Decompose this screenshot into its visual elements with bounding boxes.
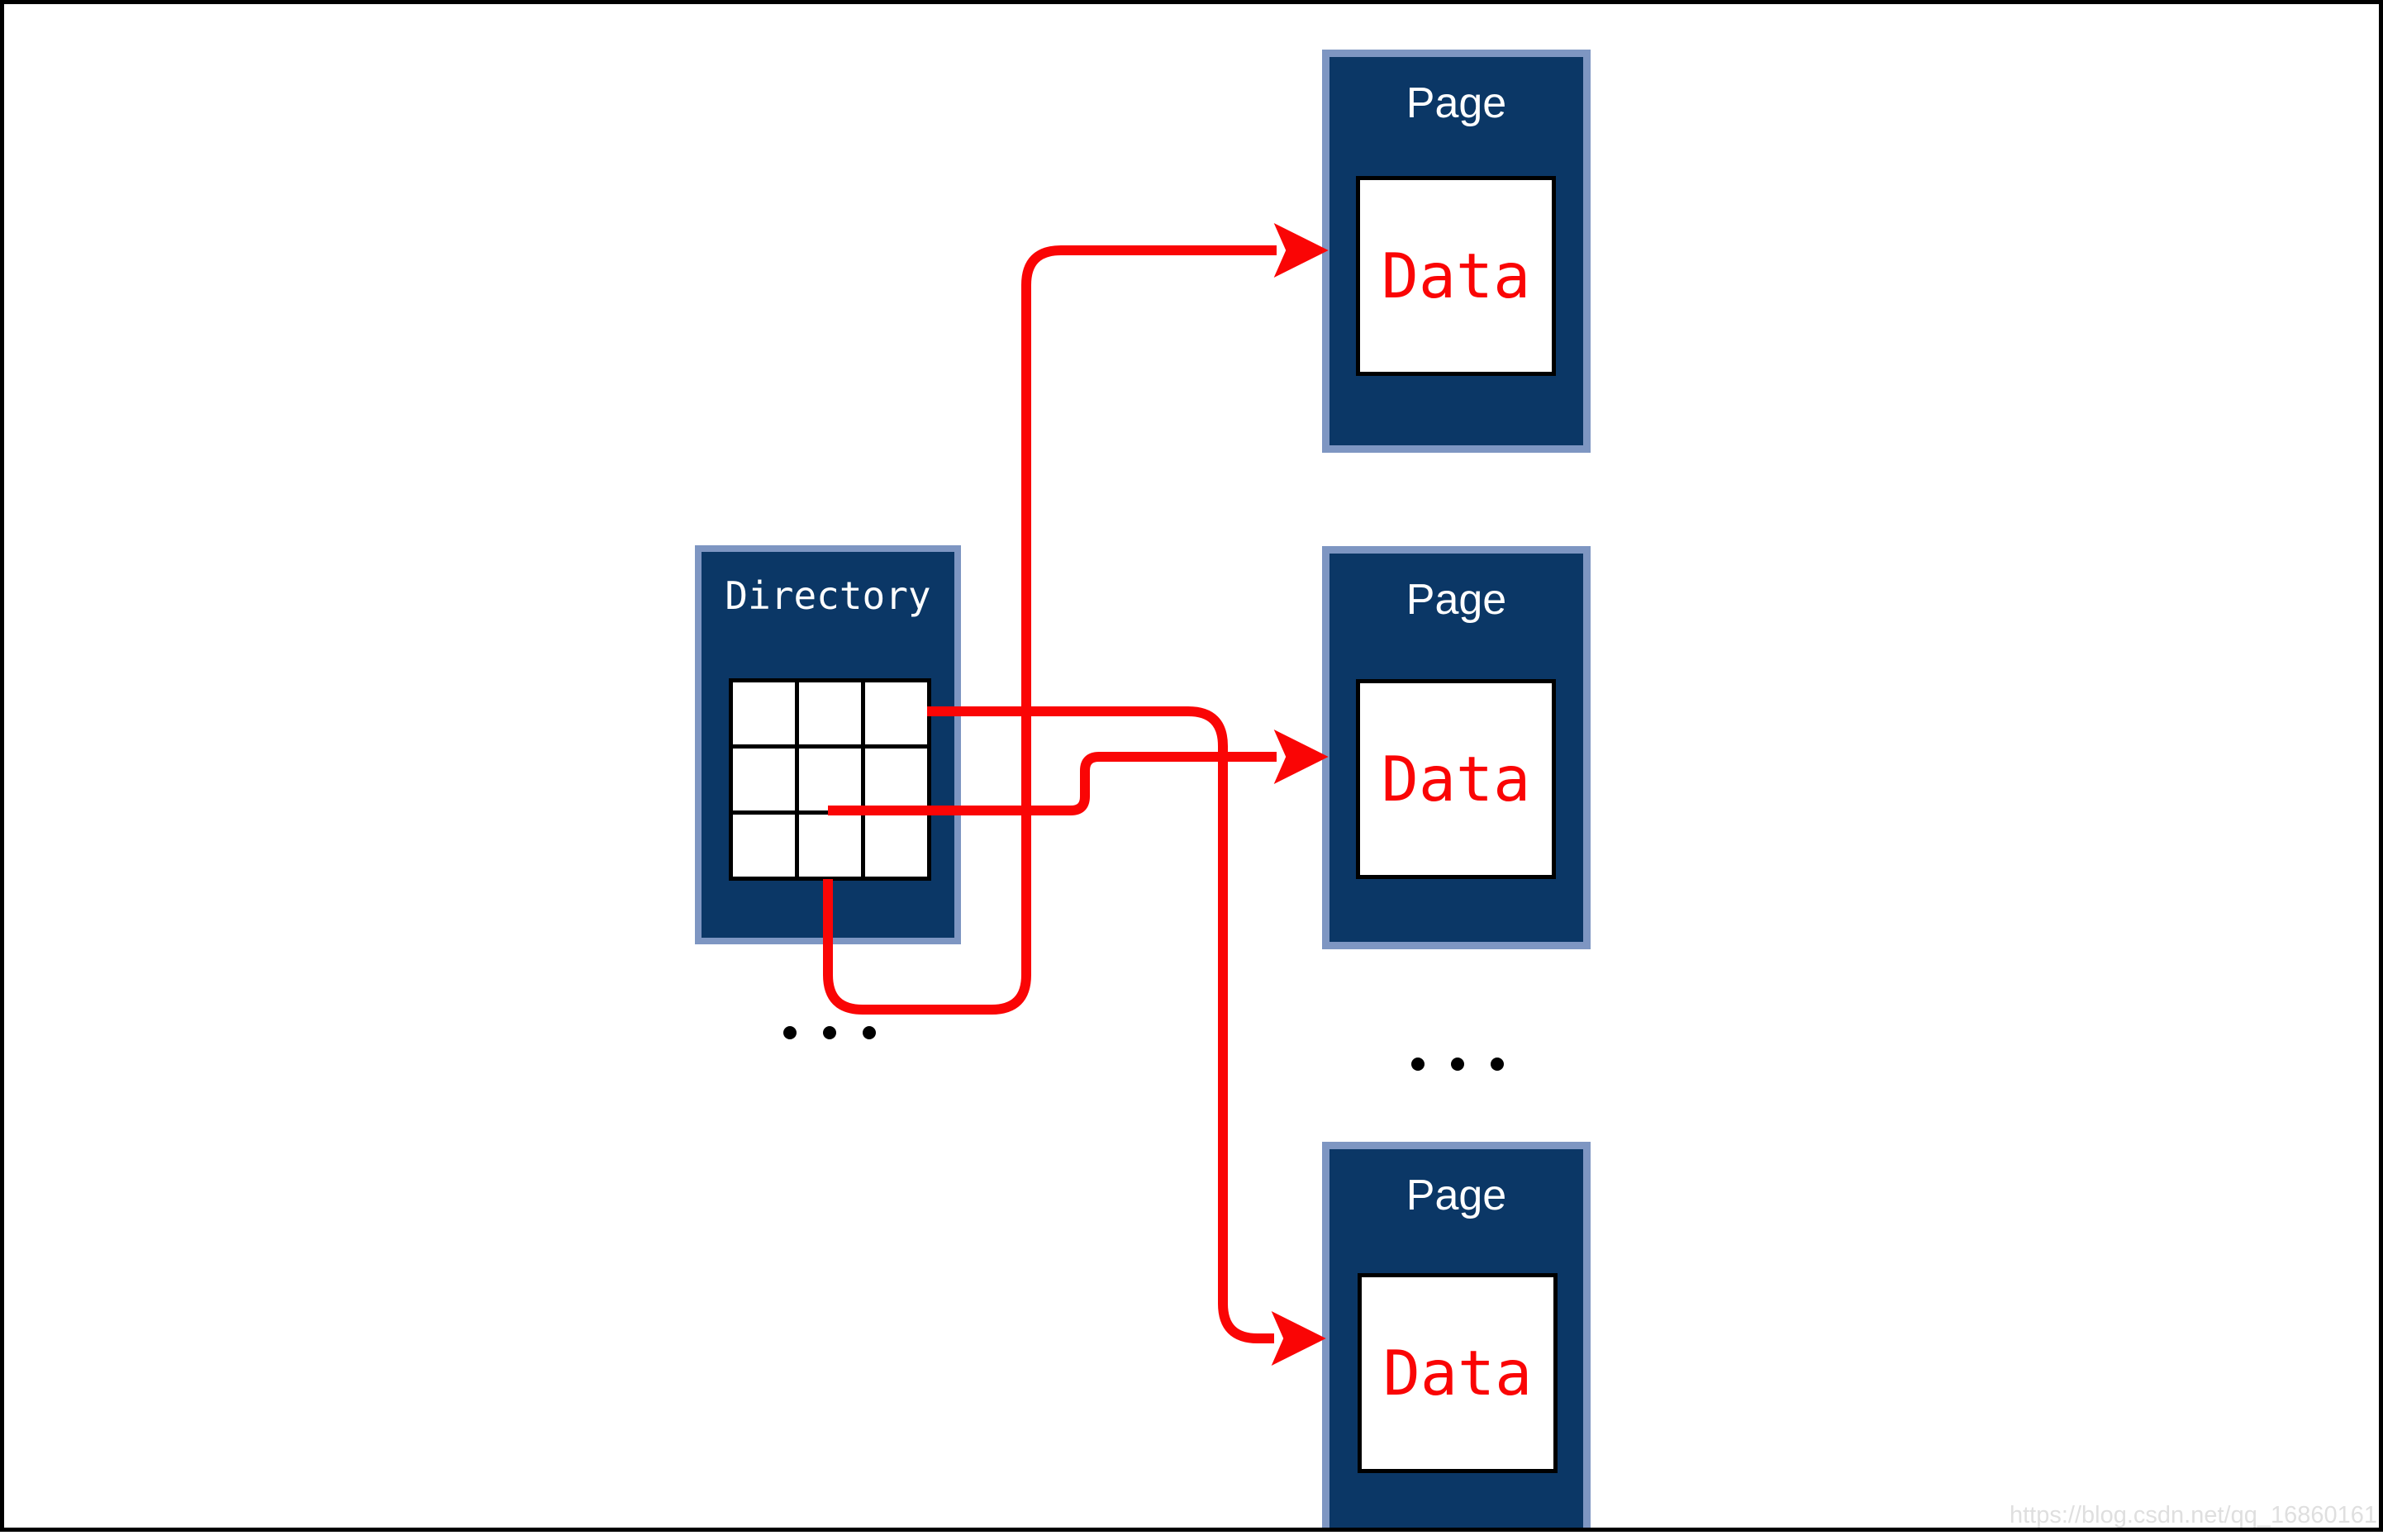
page-1-data-box: Data (1356, 176, 1556, 376)
directory-grid-cell (733, 749, 795, 810)
page-box-2: Page Data (1322, 546, 1591, 949)
page-1-data-label: Data (1381, 239, 1531, 312)
directory-box: Directory (695, 545, 961, 944)
directory-grid-cell (799, 682, 861, 744)
directory-grid (729, 678, 931, 881)
directory-grid-cell (799, 749, 861, 810)
ellipsis-below-directory (783, 1026, 876, 1039)
directory-grid-cell (799, 815, 861, 877)
directory-grid-cell (865, 682, 927, 744)
directory-grid-cell (865, 815, 927, 877)
page-2-title: Page (1406, 576, 1507, 624)
ellipsis-dot (1411, 1058, 1425, 1071)
page-2-data-box: Data (1356, 679, 1556, 879)
page-3-data-label: Data (1382, 1336, 1533, 1409)
arrow-directory-to-page-3 (927, 706, 1326, 1366)
page-3-title: Page (1406, 1172, 1507, 1219)
page-box-3: Page Data (1322, 1142, 1591, 1532)
ellipsis-dot (1451, 1058, 1464, 1071)
watermark-url: https://blog.csdn.net/qq_16860161 (2009, 1502, 2377, 1528)
page-1-title: Page (1406, 79, 1507, 127)
ellipsis-between-pages (1411, 1058, 1504, 1071)
ellipsis-dot (863, 1026, 876, 1039)
page-box-1: Page Data (1322, 50, 1591, 453)
ellipsis-dot (1491, 1058, 1504, 1071)
directory-title: Directory (725, 573, 931, 618)
directory-grid-cell (865, 749, 927, 810)
ellipsis-dot (783, 1026, 797, 1039)
directory-grid-cell (733, 682, 795, 744)
ellipsis-dot (823, 1026, 836, 1039)
page-3-data-box: Data (1358, 1273, 1558, 1473)
directory-grid-cell (733, 815, 795, 877)
page-2-data-label: Data (1381, 742, 1531, 815)
